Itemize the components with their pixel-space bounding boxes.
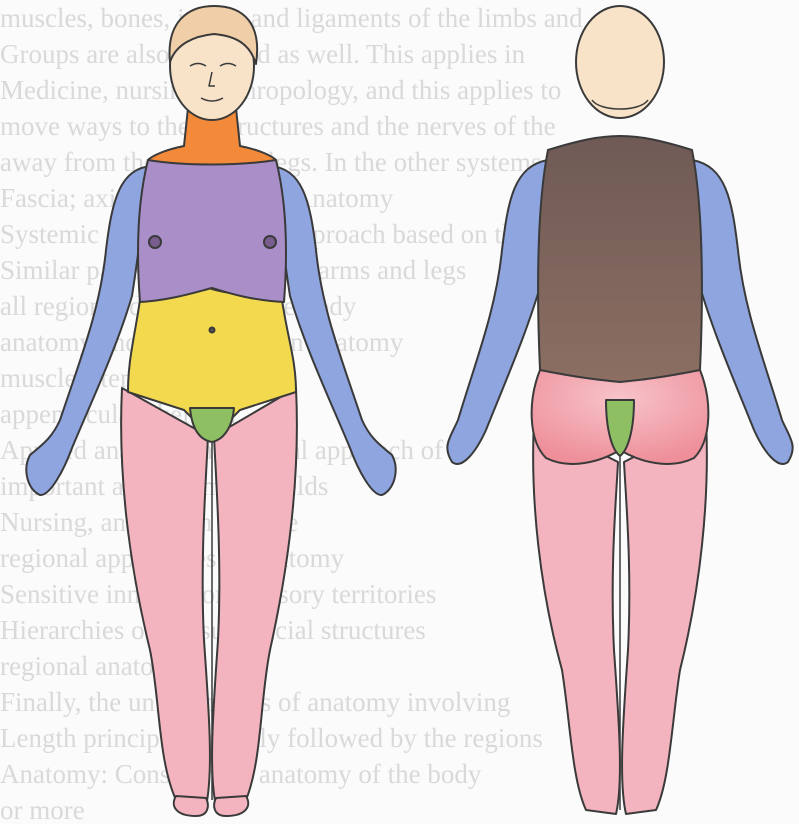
front-left-leg bbox=[212, 388, 297, 806]
front-left-nipple bbox=[264, 236, 276, 248]
front-right-leg bbox=[121, 388, 210, 806]
front-left-foot bbox=[214, 796, 248, 816]
back-right-leg bbox=[533, 420, 620, 814]
front-chest bbox=[138, 146, 286, 302]
front-navel bbox=[210, 328, 215, 333]
back-left-leg bbox=[622, 420, 707, 814]
front-right-foot bbox=[174, 796, 208, 816]
back-figure bbox=[447, 6, 792, 814]
back-torso bbox=[538, 136, 702, 382]
front-figure bbox=[26, 6, 395, 816]
back-head bbox=[576, 6, 664, 118]
front-right-nipple bbox=[149, 236, 161, 248]
